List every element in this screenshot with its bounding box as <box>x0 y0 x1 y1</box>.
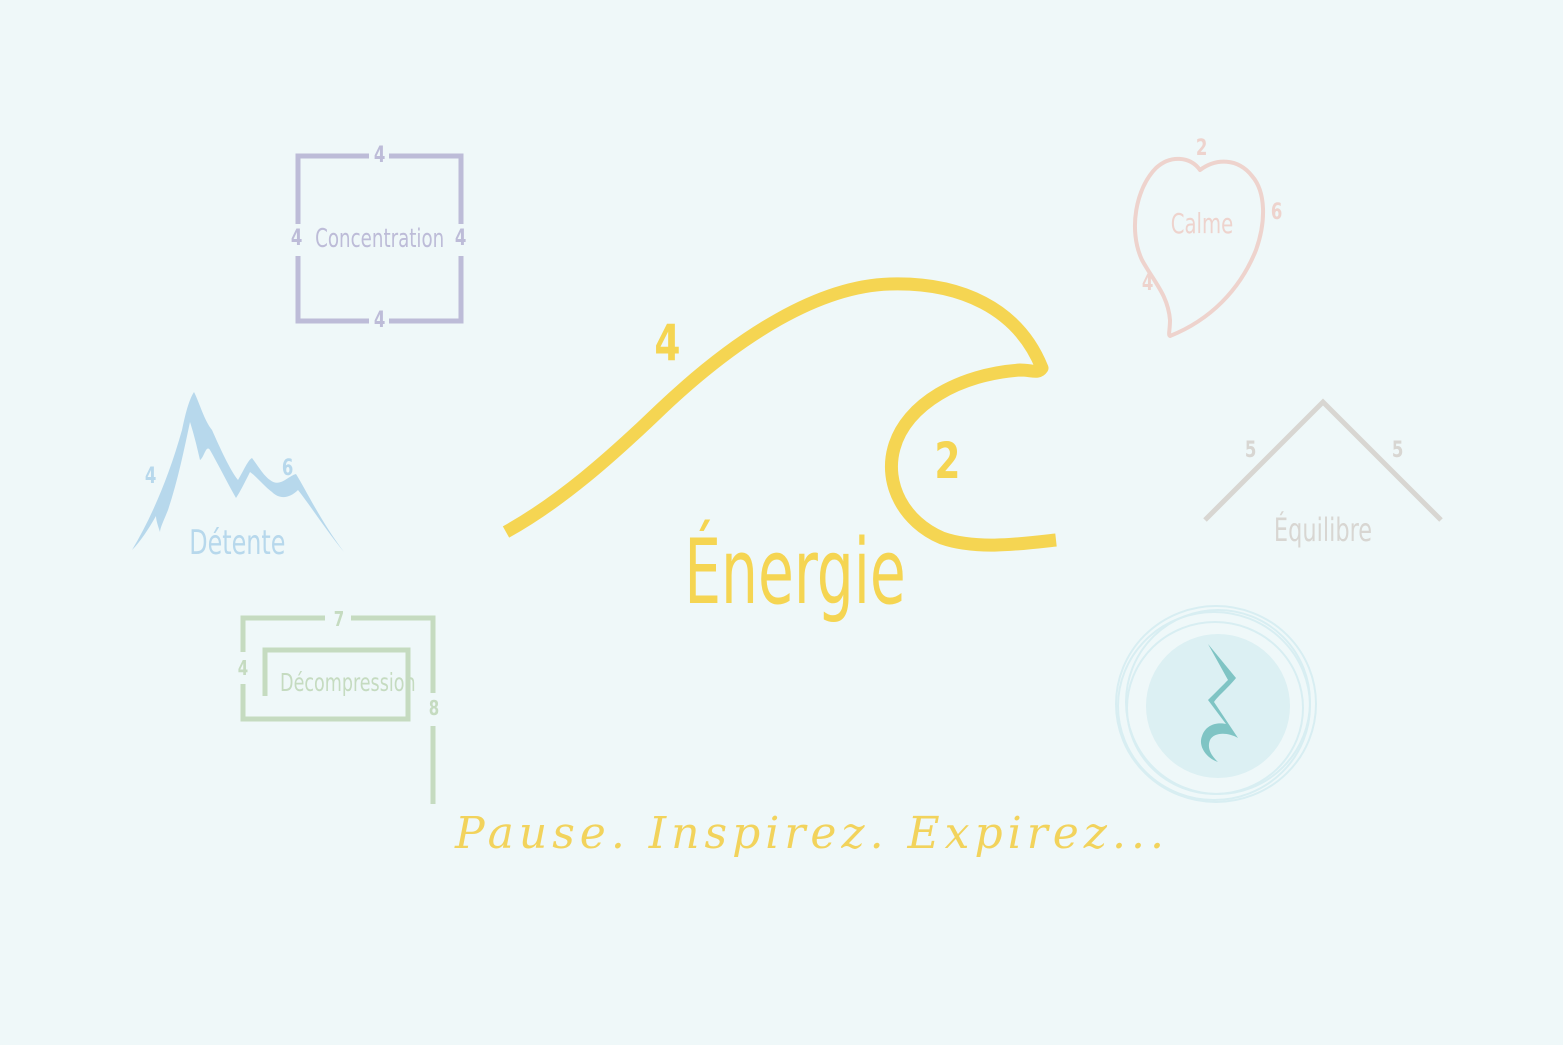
quarter-rest-icon <box>1200 644 1238 762</box>
brush-circle-icon <box>1115 605 1317 803</box>
exercise-label: Décompression <box>280 668 416 697</box>
exercise-label: Concentration <box>315 224 445 254</box>
count-top: 2 <box>1195 136 1208 161</box>
exercise-energie[interactable]: 4 2 Énergie <box>490 270 1080 640</box>
count-bottom: 4 <box>373 308 386 333</box>
exercise-label: Calme <box>1170 207 1234 240</box>
square-breathing-icon <box>295 153 464 324</box>
count-right: 4 <box>454 226 467 251</box>
spiral-rectangle-icon <box>240 615 436 804</box>
mountains-icon <box>132 392 344 552</box>
count-right: 6 <box>281 456 294 481</box>
count-left: 4 <box>290 226 303 251</box>
roof-icon <box>1203 398 1443 522</box>
exercise-calme[interactable]: 2 6 4 Calme <box>1120 130 1300 350</box>
exercise-label: Équilibre <box>1273 511 1373 549</box>
exercise-decompression[interactable]: 4 7 8 Décompression <box>230 600 450 820</box>
count-rise: 4 <box>654 314 681 372</box>
count-top: 4 <box>373 143 386 168</box>
count-left: 4 <box>144 464 157 489</box>
wave-icon <box>502 277 1057 552</box>
count-left: 4 <box>237 656 249 680</box>
count-right: 6 <box>1270 200 1283 225</box>
pause-button[interactable] <box>1110 600 1325 815</box>
exercise-detente[interactable]: 4 6 Détente <box>120 380 360 570</box>
heart-icon <box>1132 156 1266 338</box>
count-curl: 2 <box>934 432 961 490</box>
exercise-label: Énergie <box>684 520 906 625</box>
count-left: 4 <box>1141 271 1154 296</box>
tagline: Pause. Inspirez. Expirez... <box>455 808 1169 859</box>
count-left: 5 <box>1244 438 1257 463</box>
exercise-equilibre[interactable]: 5 5 Équilibre <box>1190 390 1460 560</box>
count-right: 8 <box>428 696 440 720</box>
exercise-concentration[interactable]: 4 4 4 4 Concentration <box>285 140 480 340</box>
count-right: 5 <box>1391 438 1404 463</box>
count-top: 7 <box>333 607 345 631</box>
exercise-label: Détente <box>189 523 286 563</box>
